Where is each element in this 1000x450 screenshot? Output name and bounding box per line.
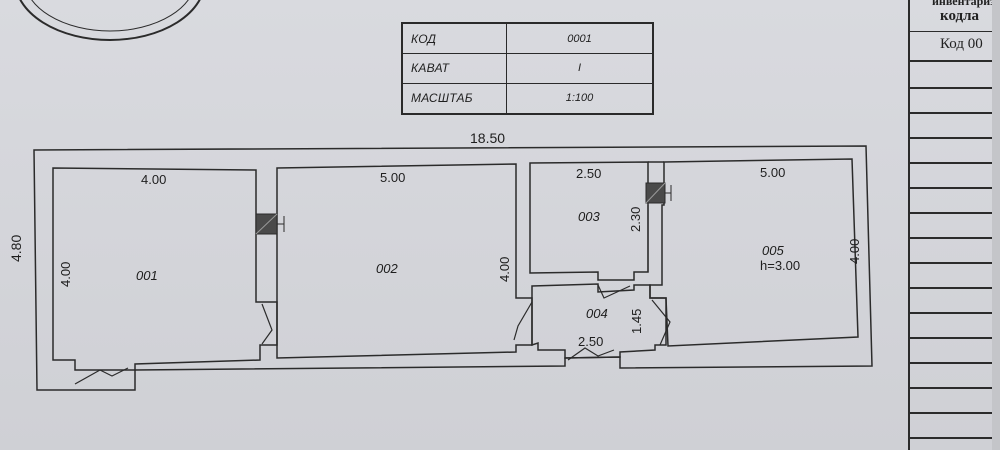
info-value-code: 0001 <box>506 22 654 54</box>
register-line <box>910 437 1000 439</box>
paper-edge-shadow <box>992 0 1000 450</box>
door-swing-001-exterior <box>74 367 129 385</box>
register-line <box>910 187 1000 189</box>
room-002-number: 002 <box>376 261 398 276</box>
info-row-scale: МАСШТАБ 1:100 <box>401 82 654 115</box>
door-swing-003-004 <box>597 284 631 299</box>
room-001-number: 001 <box>136 268 158 283</box>
info-value-scale: 1:100 <box>506 82 654 115</box>
room-004-width-label: 2.50 <box>578 334 604 349</box>
room-001-height-label: 4.00 <box>58 261 73 287</box>
overall-height-label: 4.80 <box>8 234 24 262</box>
room-003-number: 003 <box>578 209 600 224</box>
side-register: инвентаризация кодла Код 00 <box>908 0 1000 450</box>
register-line <box>910 387 1000 389</box>
room-005-ceiling-height: h=3.00 <box>760 258 801 273</box>
info-row-code: КОД 0001 <box>401 22 654 54</box>
info-key-code: КОД <box>401 22 507 54</box>
info-key-floor: КАВАТ <box>401 53 507 84</box>
door-swing-002-004 <box>513 301 533 341</box>
register-line <box>910 362 1000 364</box>
register-line <box>910 337 1000 339</box>
info-value-floor: I <box>506 53 654 84</box>
room-003-height-label: 2.30 <box>628 206 643 232</box>
register-line <box>910 137 1000 139</box>
room-002-width-label: 5.00 <box>380 170 406 185</box>
register-line <box>910 237 1000 239</box>
stamp-circle <box>19 0 201 41</box>
door-swing-001-002 <box>261 303 273 345</box>
info-table: КОД 0001 КАВАТ I МАСШТАБ 1:100 <box>401 22 654 115</box>
door-swing-004-exterior <box>567 347 615 361</box>
room-004-height-label: 1.45 <box>629 308 644 334</box>
register-line <box>910 287 1000 289</box>
side-register-text-top: инвентаризация <box>932 0 1000 8</box>
room-005-height-label: 4.00 <box>847 238 862 264</box>
door-swing-004-005 <box>651 299 671 346</box>
side-register-rows <box>910 62 1000 450</box>
room-003-width-label: 2.50 <box>576 166 602 181</box>
room-005-number: 005 <box>762 243 784 258</box>
overall-width-label: 18.50 <box>470 130 506 146</box>
room-002-height-label: 4.00 <box>497 256 512 282</box>
register-line <box>910 412 1000 414</box>
register-line <box>910 312 1000 314</box>
info-key-scale: МАСШТАБ <box>401 82 507 115</box>
register-line <box>910 112 1000 114</box>
register-line <box>910 162 1000 164</box>
register-line <box>910 212 1000 214</box>
room-001-width-label: 4.00 <box>141 172 167 187</box>
side-register-header: инвентаризация кодла Код 00 <box>910 0 1000 62</box>
stamp-circle-inner <box>31 0 189 32</box>
register-line <box>910 87 1000 89</box>
side-register-code: Код 00 <box>940 36 983 52</box>
room-001-outline <box>52 167 278 371</box>
room-004-outline <box>531 283 667 359</box>
room-002-outline <box>276 163 533 359</box>
room-004-number: 004 <box>586 306 608 321</box>
room-005-outline <box>649 158 859 347</box>
room-005-width-label: 5.00 <box>760 165 786 180</box>
side-register-text-mid: кодла <box>940 8 980 24</box>
info-row-floor: КАВАТ I <box>401 53 654 84</box>
register-line <box>910 262 1000 264</box>
